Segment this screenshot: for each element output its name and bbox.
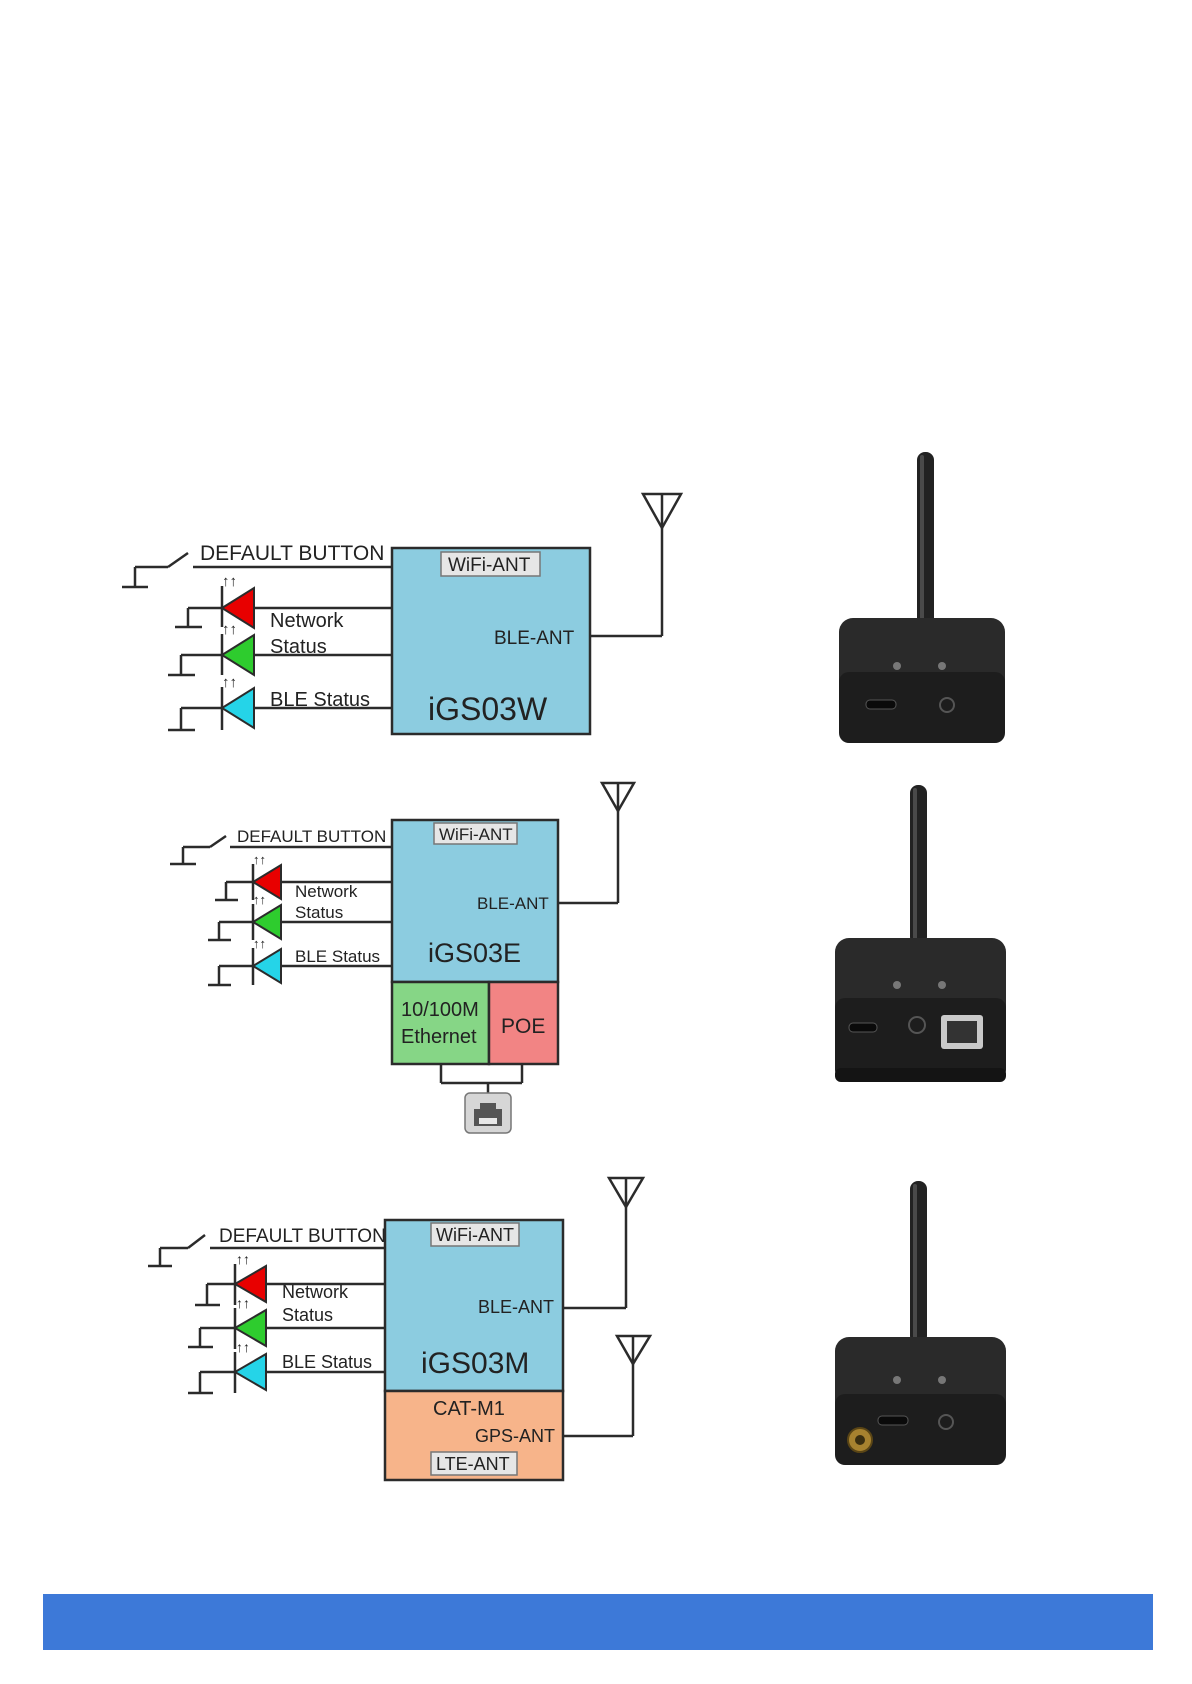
lte-ant-label: LTE-ANT	[436, 1454, 510, 1474]
wifi-ant-label: WiFi-ANT	[439, 825, 513, 844]
ethernet-label-line1: 10/100M	[401, 999, 479, 1021]
svg-text:↑↑: ↑↑	[222, 621, 237, 638]
ethernet-box	[392, 982, 489, 1064]
svg-text:↑↑: ↑↑	[222, 674, 237, 691]
model-label: iGS03W	[428, 691, 548, 727]
ble-status-label: BLE Status	[295, 947, 380, 966]
network-status-label-line1: Network	[282, 1282, 349, 1302]
device-photo-igs03e	[835, 785, 1006, 1082]
ethernet-label-line2: Ethernet	[401, 1026, 477, 1048]
svg-text:↑↑: ↑↑	[236, 1339, 250, 1355]
diagram-igs03e: DEFAULT BUTTON ↑↑ ↑↑ ↑↑ Network Status	[170, 783, 634, 1133]
device-photo-igs03w	[839, 452, 1005, 743]
default-button-label: DEFAULT BUTTON	[200, 542, 384, 565]
gps-antenna-icon	[563, 1336, 650, 1436]
wifi-ant-label: WiFi-ANT	[448, 555, 531, 576]
svg-text:↑↑: ↑↑	[253, 892, 266, 907]
model-label: iGS03M	[421, 1347, 529, 1380]
network-status-label-line1: Network	[295, 882, 358, 901]
ble-antenna-icon	[563, 1178, 643, 1308]
poe-label: POE	[501, 1015, 545, 1038]
rj45-port-icon	[441, 1064, 522, 1133]
model-label: iGS03E	[428, 938, 521, 968]
network-status-label-line2: Status	[295, 903, 343, 922]
gps-ant-label: GPS-ANT	[475, 1426, 555, 1446]
catm1-label: CAT-M1	[433, 1398, 505, 1420]
diagram-igs03w: DEFAULT BUTTON ↑↑ ↑↑ ↑↑ Network S	[122, 494, 681, 734]
default-button-label: DEFAULT BUTTON	[237, 827, 386, 846]
network-status-label-line1: Network	[270, 610, 344, 632]
ble-ant-label: BLE-ANT	[478, 1297, 554, 1317]
ble-status-label: BLE Status	[270, 689, 370, 711]
wifi-ant-label: WiFi-ANT	[436, 1225, 514, 1245]
ble-status-label: BLE Status	[282, 1352, 372, 1372]
ble-ant-label: BLE-ANT	[477, 894, 549, 913]
network-status-label-line2: Status	[282, 1305, 333, 1325]
ble-antenna-icon	[558, 783, 634, 903]
ble-antenna-icon	[590, 494, 681, 636]
diagram-igs03m: DEFAULT BUTTON ↑↑ ↑↑ ↑↑ Network Status	[148, 1178, 650, 1480]
svg-text:↑↑: ↑↑	[222, 573, 237, 590]
svg-text:↑↑: ↑↑	[253, 852, 266, 867]
network-status-label-line2: Status	[270, 636, 327, 658]
ble-ant-label: BLE-ANT	[494, 628, 575, 649]
svg-text:↑↑: ↑↑	[253, 936, 266, 951]
device-photo-igs03m	[835, 1181, 1006, 1465]
footer-bar	[43, 1594, 1153, 1650]
svg-text:↑↑: ↑↑	[236, 1251, 250, 1267]
default-button-label: DEFAULT BUTTON	[219, 1226, 386, 1247]
svg-text:↑↑: ↑↑	[236, 1295, 250, 1311]
